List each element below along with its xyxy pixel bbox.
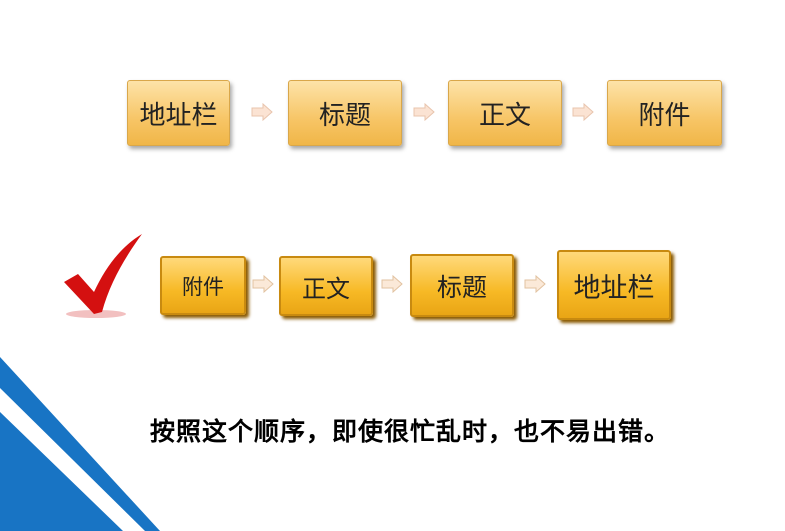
row2-step-4: 地址栏	[557, 250, 671, 320]
checkmark-icon	[64, 234, 142, 318]
arrow-right-icon	[413, 103, 435, 121]
arrow-right-icon	[251, 103, 273, 121]
row1-step-3: 正文	[448, 80, 562, 146]
row2-step-2: 正文	[279, 256, 373, 316]
row1-step-1: 地址栏	[127, 80, 230, 146]
row2-step-1: 附件	[160, 256, 246, 315]
arrow-right-icon	[524, 275, 546, 293]
arrow-right-icon	[381, 275, 403, 293]
arrow-right-icon	[572, 103, 594, 121]
arrow-right-icon	[252, 275, 274, 293]
caption: 按照这个顺序，即使很忙乱时，也不易出错。	[150, 417, 671, 446]
row2-step-3: 标题	[410, 254, 514, 317]
row1-step-4: 附件	[607, 80, 722, 146]
row1-step-2: 标题	[288, 80, 402, 146]
